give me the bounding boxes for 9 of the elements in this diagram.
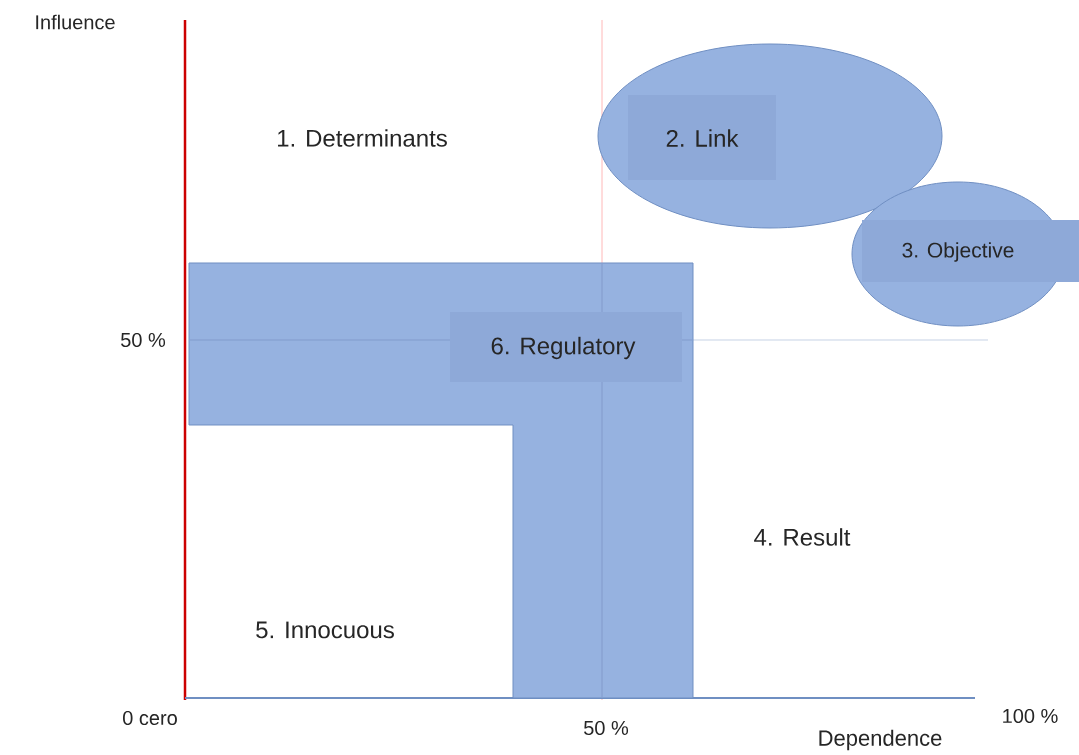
tick-label: 50 % xyxy=(121,332,166,348)
tick-label: 100 % xyxy=(1003,708,1058,724)
tick-label: 50 % xyxy=(584,720,629,736)
axis-label: Dependence xyxy=(819,729,942,751)
quadrant-label: 5. Innocuous xyxy=(256,621,394,639)
axis-label: Influence xyxy=(36,14,115,30)
tick-label: 0 cero xyxy=(123,710,177,726)
quadrant-label: 4. Result xyxy=(754,528,851,546)
quadrant-label: 1. Determinants xyxy=(278,129,447,147)
